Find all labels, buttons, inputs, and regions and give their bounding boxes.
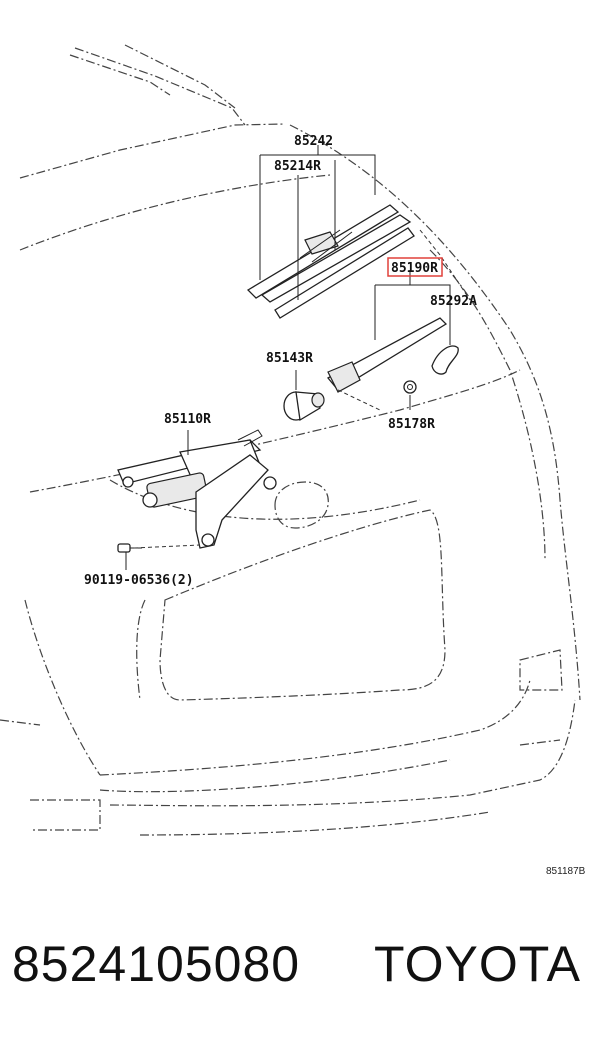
figure-code: 851187B: [546, 866, 586, 877]
vehicle-body-outline: [0, 44, 581, 836]
brand-name: TOYOTA: [374, 936, 581, 992]
leader-lines: [125, 145, 471, 570]
label-85214r: 85214R: [274, 159, 321, 174]
part-footer: 8524105080 TOYOTA: [0, 935, 600, 1015]
wiper-motor: [117, 429, 277, 549]
label-85143r: 85143R: [266, 351, 313, 366]
part-number: 8524105080: [12, 936, 301, 992]
wiper-blade-assembly: [246, 204, 415, 319]
label-90119: 90119-06536(2): [84, 573, 194, 588]
label-85110r: 85110R: [164, 412, 211, 427]
bolt: [117, 543, 142, 553]
highlight-box-85190r: [387, 257, 443, 277]
arm-cap: [431, 345, 459, 375]
wiper-arm: [326, 317, 448, 393]
nut: [403, 380, 417, 394]
label-85190r: 85190R: [391, 261, 438, 276]
label-85292a: 85292A: [430, 294, 477, 309]
grommet: [283, 391, 325, 422]
label-85242: 85242: [294, 134, 333, 149]
label-85178r: 85178R: [388, 417, 435, 432]
